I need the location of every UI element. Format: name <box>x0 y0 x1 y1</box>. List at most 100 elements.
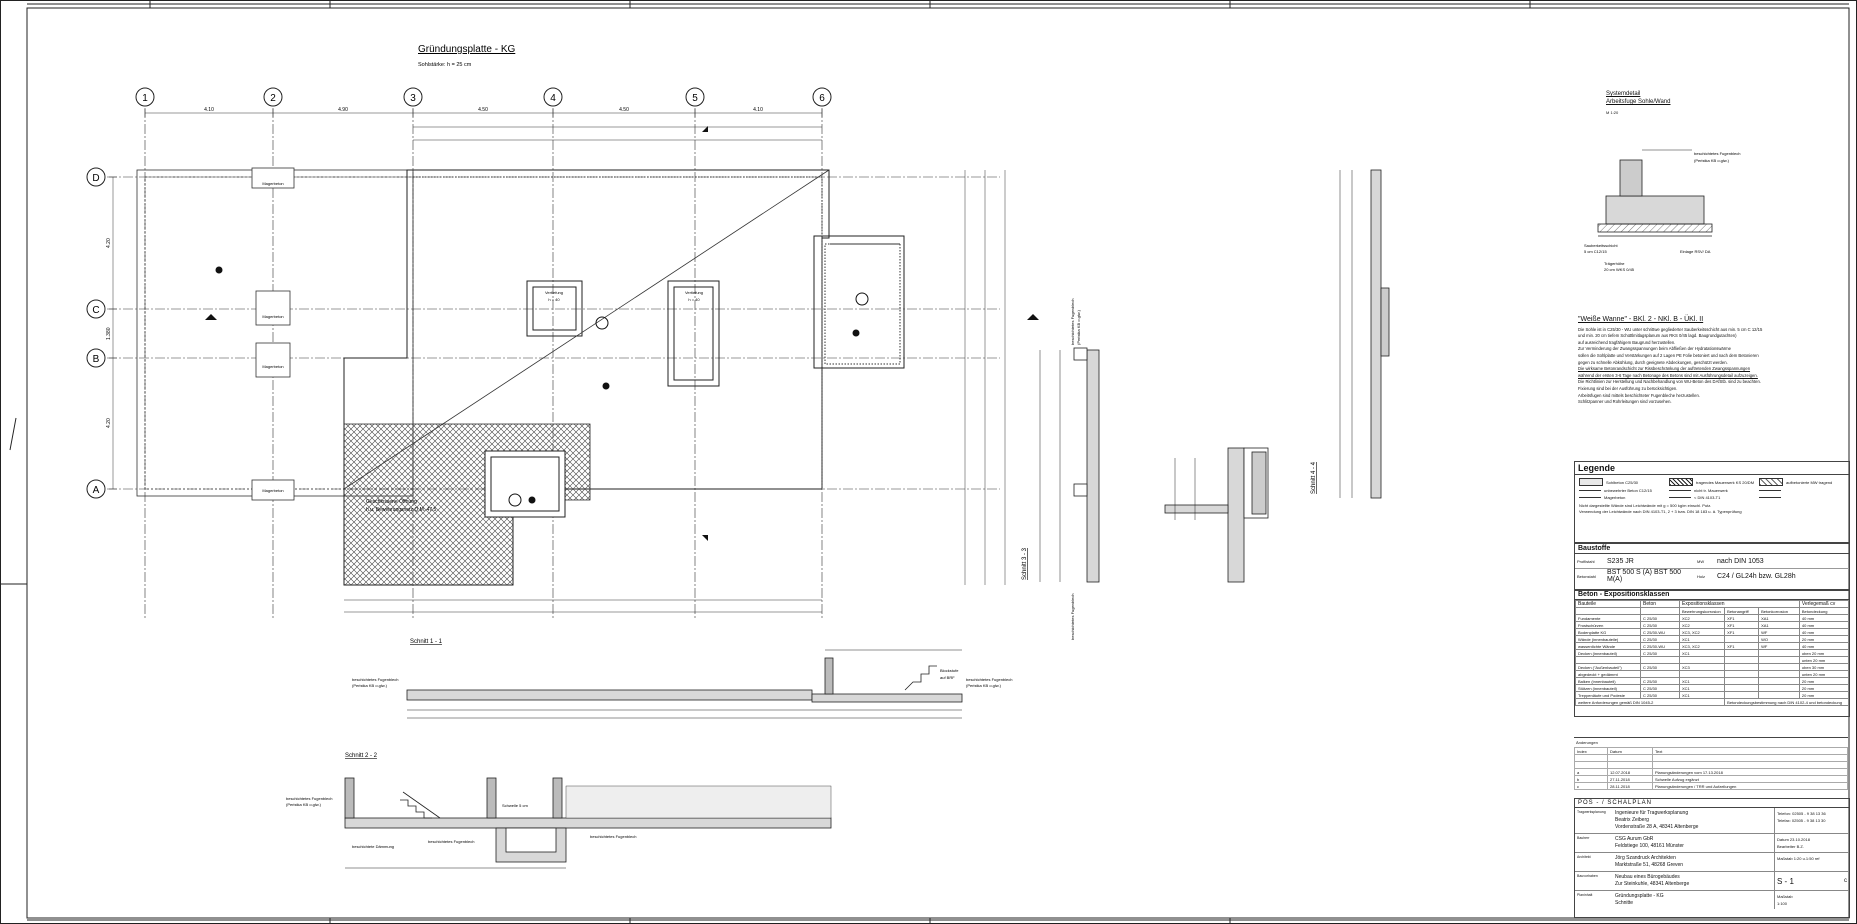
cell: WF <box>1758 628 1800 636</box>
legend-label: < DIN 4103-T1 <box>1694 495 1721 500</box>
ww-line-8: während der ersten 3-6 Tage nach Betonag… <box>1578 372 1758 378</box>
mst-value: 1:20 u.1:50 ref <box>1793 856 1820 861</box>
legend-item <box>1759 488 1845 493</box>
cell: WO <box>1758 635 1800 643</box>
inh-line: Gründungsplatte - KG <box>1615 893 1664 899</box>
sd-note-6: 20 cm WKS 0/45 <box>1604 267 1635 272</box>
bv-line: Zur Steinkuhle, 48341 Altenberge <box>1615 881 1690 887</box>
bv-line: Neubau eines Bürogebäudes <box>1615 874 1680 880</box>
dim-left-3: 4.20 <box>106 418 112 428</box>
foundation-left <box>136 167 414 501</box>
sd-note-1: beschichtetes Fugenblech <box>1694 151 1740 156</box>
axis-b-label: B <box>93 354 100 365</box>
fuge-label-1: beschichtetes Fugenblech <box>352 677 398 682</box>
titleblock-row-inhalt: Planinhalt Gründungsplatte - KG Schnitte… <box>1575 891 1849 909</box>
cell: a <box>1574 768 1608 776</box>
plan-index: c <box>1844 877 1847 884</box>
legend-swatch-line <box>1579 490 1601 491</box>
subheader-cell <box>1575 607 1641 615</box>
exposition-box: Beton - Expositionsklassen Bauteile Beto… <box>1574 589 1850 717</box>
revisions-header: Änderungen <box>1576 740 1598 745</box>
weisse-wanne-notes: "Weiße Wanne" - BKl. 2 - NKl. B - ÜKl. I… <box>1578 316 1838 429</box>
cell: 28.11.2018 <box>1607 782 1653 790</box>
cell: 20 mm <box>1798 684 1850 692</box>
cell: oben 20 mm <box>1798 649 1850 657</box>
vertiefung-labels: Vertiefung h = 40 Vertiefung h = 40 <box>545 290 703 302</box>
baustoffe-row: Profilstahl S235 JR MW nach DIN 1053 <box>1575 554 1849 569</box>
dim-top-3: 4.50 <box>478 107 488 113</box>
cell: XF1 <box>1724 642 1760 650</box>
cell: C 25/30-WU <box>1640 642 1680 650</box>
holz-label: Holz <box>1697 573 1706 579</box>
plan-title: Gründungsplatte - KG <box>418 44 515 55</box>
bv-value: Neubau eines Bürogebäudes Zur Steinkuhle… <box>1613 872 1774 890</box>
table-row <box>1574 761 1848 769</box>
plan-number: S - 1 <box>1777 876 1794 886</box>
axis-grid <box>107 92 1000 620</box>
fuge-label-2: beschichtetes Fugenblech <box>966 677 1012 682</box>
legend-label: Magerbeton <box>1604 495 1626 500</box>
legend-note-2: Verwendung der Leichtwände nach DIN 4103… <box>1579 509 1742 514</box>
titleblock-row-architekt: Architekt Jörg Szandruck Architekten Mar… <box>1575 853 1849 872</box>
cell: XF1 <box>1724 614 1760 622</box>
cell <box>1724 691 1760 699</box>
legend-label: nicht tr. Mauerwerk <box>1694 488 1728 493</box>
scale-cell: Maßstab 1:100 <box>1774 891 1849 909</box>
systemdetail-subtitle: Arbeitsfuge Sohle/Wand <box>1606 99 1671 105</box>
planer-label: Tragwerksplanung <box>1577 810 1606 814</box>
fuge-label-5: beschichtetes Fugenblech <box>428 839 474 844</box>
cell: XF1 <box>1724 621 1760 629</box>
cell <box>1724 656 1760 664</box>
cell: Decken ("Außenbauteil") <box>1575 663 1641 671</box>
cell: XC1 <box>1678 684 1726 692</box>
cell <box>1758 663 1800 671</box>
cell <box>1652 761 1848 769</box>
ww-line-10: Fixierung sind bei der Ausführung zu ber… <box>1578 385 1678 391</box>
cell <box>1640 670 1680 678</box>
hatch-note-1: Geschlossene Öffnung <box>366 498 417 505</box>
daemm-label: beschichtete Dämmung <box>352 844 394 849</box>
col-bauteile: Bauteile <box>1575 600 1641 608</box>
cell <box>1758 677 1800 685</box>
cell: C 25/30 <box>1640 635 1680 643</box>
axis-2-label: 2 <box>270 93 276 104</box>
legend-item <box>1759 495 1845 500</box>
ww-line-12: Schlitzpanner und Rohrleitungen sind vor… <box>1578 399 1672 405</box>
ww-line-5: sollen die Sohlplatte und Verstärkungen … <box>1578 352 1759 358</box>
legend-item: Sohlbeton C25/30 <box>1579 478 1665 486</box>
axis-bubbles: 1 2 3 4 5 6 D C B A <box>86 87 832 499</box>
col-beton: Beton <box>1640 600 1680 608</box>
inh-label: Planinhalt <box>1577 893 1593 897</box>
dimension-text-top: 4.10 4.90 4.50 4.50 4.10 <box>204 107 763 113</box>
cell: Balken (innenbauteil) <box>1575 677 1641 685</box>
footer-cell: Betondeckungsbestimmung nach DIN 4102-4 … <box>1724 698 1849 706</box>
dimension-chain-left <box>109 176 117 490</box>
ww-line-11: Arbeitsfugen sind mittels beschichteter … <box>1578 392 1700 398</box>
rev-col: Index <box>1574 747 1608 755</box>
table-subheader-row: Bewehrungskorrosion Betonangriff Betonko… <box>1575 607 1850 615</box>
mag-label-1: Magerbeton <box>262 181 283 186</box>
axis-6-label: 6 <box>819 93 825 104</box>
cell: C 25/30 <box>1640 663 1680 671</box>
sd-note-2: (Peristka KB o.glw.) <box>1694 158 1730 163</box>
section-1-drawing <box>406 649 963 719</box>
vert2-label: Vertiefung <box>685 290 703 295</box>
cell: b <box>1574 775 1608 783</box>
cell: XC3, XC2 <box>1678 628 1726 636</box>
col-exposition: Expositionsklassen <box>1679 600 1800 608</box>
ww-line-7: Die wirksame Betonrandschicht zur Rissbe… <box>1578 366 1751 372</box>
cell: unten 20 mm <box>1798 670 1850 678</box>
section-detail-small <box>1164 447 1269 583</box>
footer-cell: weitere Anforderungen gemäß DIN 1045-2 <box>1574 698 1726 706</box>
systemdetail-scale: M 1:20 <box>1606 110 1619 115</box>
fuge-label-3b: (Peristka KB o.glw.) <box>286 802 322 807</box>
cell <box>1724 635 1760 643</box>
legend-label: Sohlbeton C25/30 <box>1606 479 1639 485</box>
hatch-note-2: h.u. Bewehrungsnetz Q.M. 47.5 <box>366 507 437 513</box>
baustoffe-title: Baustoffe <box>1575 544 1849 554</box>
cell: Treppenläufe und Podeste <box>1575 691 1641 699</box>
